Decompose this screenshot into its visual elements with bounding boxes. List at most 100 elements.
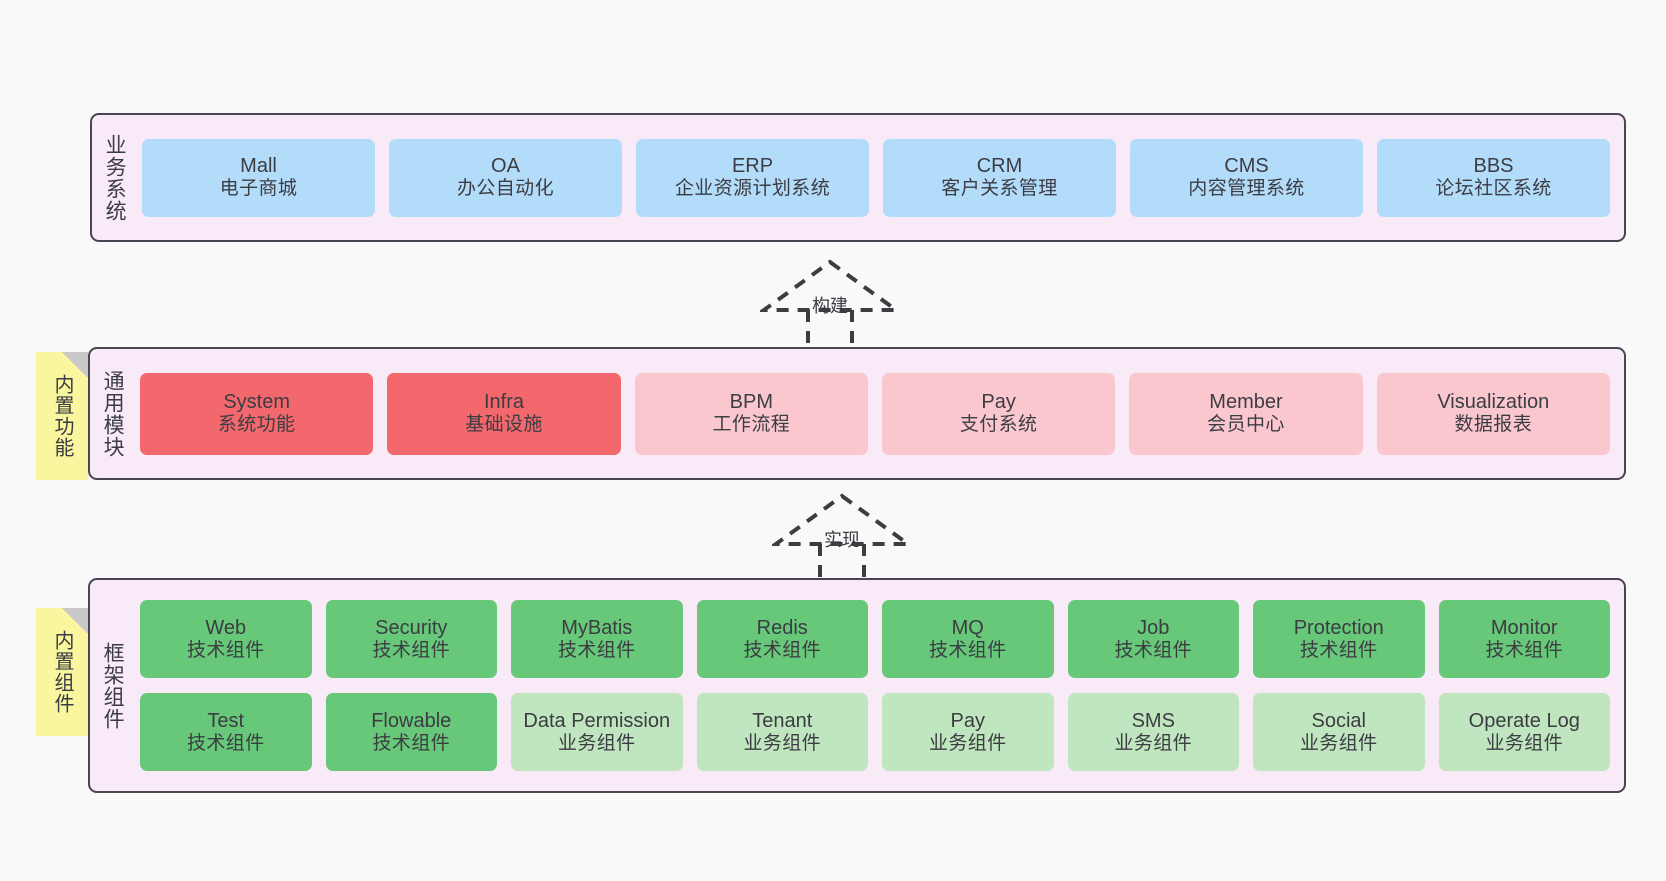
- card-operate-log-en: Operate Log: [1468, 709, 1580, 732]
- card-pay-module-en: Pay: [981, 391, 1016, 414]
- card-test-cn: 技术组件: [186, 732, 265, 754]
- panel-framework-components-title: 框架组件: [101, 641, 125, 730]
- connector-implement: [769, 492, 915, 582]
- card-test-en: Test: [207, 709, 245, 732]
- card-security-cn: 技术组件: [372, 639, 451, 661]
- card-oa-cn: 办公自动化: [456, 178, 554, 200]
- card-member-en: Member: [1209, 391, 1283, 414]
- card-protection-cn: 技术组件: [1299, 639, 1378, 661]
- card-web-en: Web: [205, 616, 247, 639]
- card-bpm-cn: 工作流程: [712, 414, 791, 436]
- card-infra[interactable]: Infra 基础设施: [387, 372, 621, 455]
- card-mall-en: Mall: [240, 155, 277, 178]
- card-crm[interactable]: CRM 客户关系管理: [883, 138, 1116, 217]
- framework-tech-row: Web 技术组件 Security 技术组件 MyBatis 技术组件 Redi…: [140, 600, 1610, 678]
- card-social-cn: 业务组件: [1299, 732, 1378, 754]
- card-crm-en: CRM: [976, 155, 1023, 178]
- card-monitor[interactable]: Monitor 技术组件: [1438, 600, 1610, 678]
- sticky-note-builtin-functions-label: 内置功能: [51, 374, 73, 458]
- card-oa-en: OA: [491, 155, 520, 178]
- sticky-note-builtin-functions: 内置功能: [36, 352, 88, 480]
- card-flowable-cn: 技术组件: [372, 732, 451, 754]
- connector-implement-glyph: [769, 493, 915, 582]
- panel-business-systems: 业务系统 Mall 电子商城 OA 办公自动化 ERP 企业资源计划系统 CRM…: [90, 113, 1626, 242]
- connector-build-label: 构建: [812, 296, 848, 316]
- card-oa[interactable]: OA 办公自动化: [389, 138, 622, 217]
- card-erp[interactable]: ERP 企业资源计划系统: [636, 138, 869, 217]
- card-bbs[interactable]: BBS 论坛社区系统: [1377, 138, 1610, 217]
- card-pay-component[interactable]: Pay 业务组件: [882, 693, 1054, 771]
- card-tenant[interactable]: Tenant 业务组件: [696, 693, 868, 771]
- card-erp-cn: 企业资源计划系统: [674, 178, 831, 200]
- card-sms-en: SMS: [1131, 709, 1175, 732]
- card-tenant-cn: 业务组件: [743, 732, 822, 754]
- card-cms-cn: 内容管理系统: [1188, 178, 1305, 200]
- card-test[interactable]: Test 技术组件: [140, 693, 312, 771]
- card-erp-en: ERP: [731, 155, 774, 178]
- card-mq-en: MQ: [951, 616, 984, 639]
- card-mall[interactable]: Mall 电子商城: [142, 138, 375, 217]
- card-protection[interactable]: Protection 技术组件: [1253, 600, 1425, 678]
- card-pay-module-cn: 支付系统: [959, 414, 1038, 436]
- card-bpm-en: BPM: [729, 391, 773, 414]
- card-system[interactable]: System 系统功能: [140, 372, 374, 455]
- card-data-permission[interactable]: Data Permission 业务组件: [511, 693, 683, 771]
- sticky-note-builtin-components: 内置组件: [36, 608, 88, 736]
- card-mybatis[interactable]: MyBatis 技术组件: [511, 600, 683, 678]
- panel-common-modules-title: 通用模块: [101, 369, 125, 458]
- card-system-cn: 系统功能: [217, 414, 296, 436]
- framework-business-row: Test 技术组件 Flowable 技术组件 Data Permission …: [140, 693, 1610, 771]
- card-web[interactable]: Web 技术组件: [140, 600, 312, 678]
- card-job[interactable]: Job 技术组件: [1067, 600, 1239, 678]
- connector-implement-label: 实现: [824, 530, 860, 550]
- card-redis-en: Redis: [756, 616, 808, 639]
- card-infra-en: Infra: [483, 391, 524, 414]
- card-pay-module[interactable]: Pay 支付系统: [881, 372, 1116, 455]
- card-monitor-en: Monitor: [1490, 616, 1558, 639]
- card-redis[interactable]: Redis 技术组件: [696, 600, 868, 678]
- card-visualization-cn: 数据报表: [1454, 414, 1533, 436]
- connector-build: [757, 258, 903, 348]
- card-security-en: Security: [375, 616, 448, 639]
- card-job-en: Job: [1137, 616, 1170, 639]
- card-tenant-en: Tenant: [752, 709, 813, 732]
- connector-build-glyph: [757, 259, 903, 348]
- panel-common-modules: 通用模块 System 系统功能 Infra 基础设施 BPM 工作流程 Pay…: [88, 347, 1626, 480]
- card-data-permission-cn: 业务组件: [557, 732, 636, 754]
- card-member[interactable]: Member 会员中心: [1129, 372, 1363, 455]
- card-mq[interactable]: MQ 技术组件: [882, 600, 1054, 678]
- card-mybatis-en: MyBatis: [561, 616, 633, 639]
- card-cms[interactable]: CMS 内容管理系统: [1130, 138, 1363, 217]
- card-operate-log-cn: 业务组件: [1485, 732, 1564, 754]
- card-job-cn: 技术组件: [1114, 639, 1193, 661]
- business-systems-row: Mall 电子商城 OA 办公自动化 ERP 企业资源计划系统 CRM 客户关系…: [142, 138, 1610, 217]
- card-web-cn: 技术组件: [186, 639, 265, 661]
- card-bbs-cn: 论坛社区系统: [1435, 178, 1552, 200]
- card-bbs-en: BBS: [1473, 155, 1514, 178]
- card-protection-en: Protection: [1293, 616, 1384, 639]
- card-sms[interactable]: SMS 业务组件: [1067, 693, 1239, 771]
- panel-business-systems-body: Mall 电子商城 OA 办公自动化 ERP 企业资源计划系统 CRM 客户关系…: [136, 115, 1624, 240]
- card-flowable-en: Flowable: [371, 709, 452, 732]
- card-security[interactable]: Security 技术组件: [325, 600, 497, 678]
- card-operate-log[interactable]: Operate Log 业务组件: [1438, 693, 1610, 771]
- card-data-permission-en: Data Permission: [523, 709, 671, 732]
- card-infra-cn: 基础设施: [465, 414, 543, 436]
- panel-common-modules-body: System 系统功能 Infra 基础设施 BPM 工作流程 Pay 支付系统…: [134, 349, 1624, 478]
- card-crm-cn: 客户关系管理: [941, 178, 1058, 200]
- card-social[interactable]: Social 业务组件: [1253, 693, 1425, 771]
- card-mall-cn: 电子商城: [219, 178, 298, 200]
- card-visualization[interactable]: Visualization 数据报表: [1376, 372, 1610, 455]
- card-pay-component-en: Pay: [950, 709, 985, 732]
- card-mybatis-cn: 技术组件: [557, 639, 636, 661]
- sticky-note-builtin-components-label: 内置组件: [51, 630, 73, 714]
- card-cms-en: CMS: [1224, 155, 1269, 178]
- card-bpm[interactable]: BPM 工作流程: [634, 372, 868, 455]
- common-modules-row: System 系统功能 Infra 基础设施 BPM 工作流程 Pay 支付系统…: [140, 372, 1610, 455]
- panel-framework-components-body: Web 技术组件 Security 技术组件 MyBatis 技术组件 Redi…: [134, 580, 1624, 791]
- card-system-en: System: [223, 391, 290, 414]
- card-pay-component-cn: 业务组件: [928, 732, 1007, 754]
- panel-business-systems-title: 业务系统: [103, 133, 127, 222]
- card-flowable[interactable]: Flowable 技术组件: [325, 693, 497, 771]
